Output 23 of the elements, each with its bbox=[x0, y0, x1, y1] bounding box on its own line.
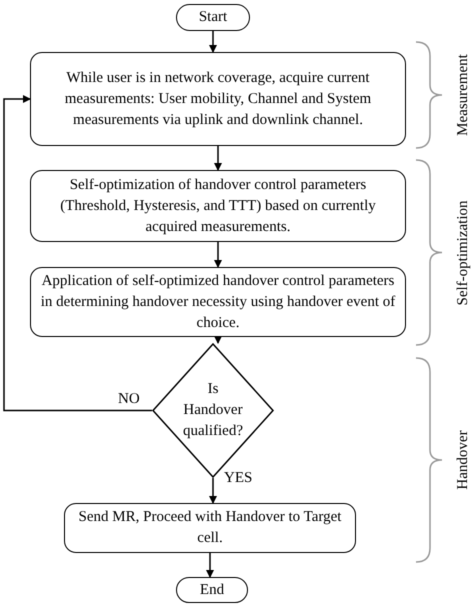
arrow bbox=[206, 553, 214, 578]
process-box bbox=[64, 503, 356, 553]
decision-text: Is Handover qualified? bbox=[182, 380, 244, 441]
step-text: Application of self-optimized handover control parameters in determining handover necessity using handover event of choice. bbox=[40, 272, 396, 332]
terminal-pill bbox=[176, 577, 248, 603]
arrow bbox=[214, 336, 222, 344]
arrow bbox=[209, 478, 217, 504]
step-text: Send MR, Proceed with Handover to Target cell. bbox=[78, 508, 342, 548]
process-box bbox=[30, 267, 406, 337]
phase-label: Measurement bbox=[454, 54, 472, 136]
step-text: Start bbox=[198, 8, 228, 27]
phase-label: Self-optimization bbox=[454, 200, 472, 305]
step-text: End bbox=[198, 580, 226, 600]
arrow bbox=[214, 242, 222, 268]
arrow bbox=[209, 31, 217, 53]
arrow bbox=[214, 146, 222, 171]
arrow bbox=[3, 95, 152, 412]
step-text: Self-optimization of handover control parameters (Threshold, Hysteresis, and TTT) based on currently acquired measurements. bbox=[59, 176, 377, 236]
process-box bbox=[30, 52, 406, 146]
terminal-pill bbox=[176, 4, 250, 31]
process-box bbox=[30, 170, 406, 242]
step-text: While user is in network coverage, acquire current measurements: User mobility, Channel and System measurements via uplink and downlink channel. bbox=[64, 68, 372, 130]
phase-label: Handover bbox=[454, 430, 472, 490]
